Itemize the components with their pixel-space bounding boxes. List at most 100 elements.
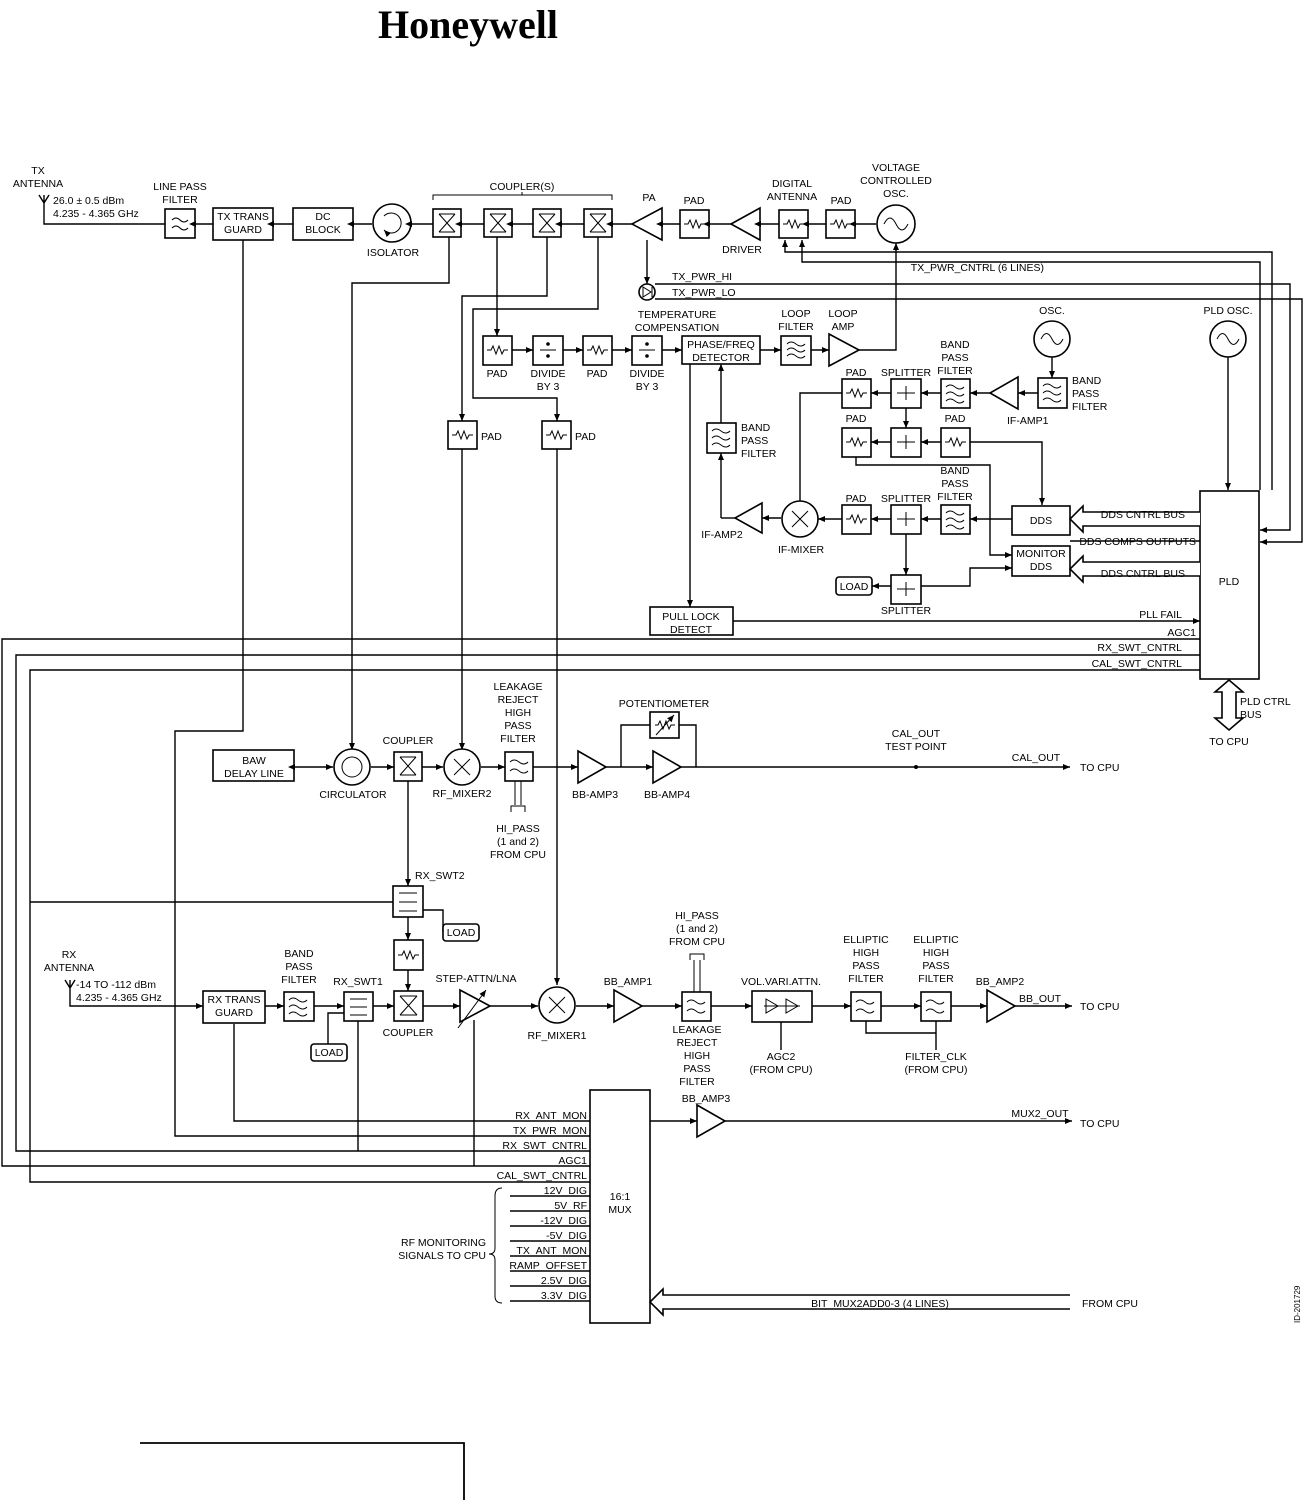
mux-bb-amp3-label: BB_AMP3 [682,1093,731,1105]
synth-pad-left2-label: PAD [575,431,596,443]
rx-bb-amp1-label: BB_AMP1 [604,976,653,988]
mux-input-label: 3.3V_DIG [541,1290,587,1302]
tx-couplers [432,208,613,238]
rx-rf-mixer1-label: RF_MIXER1 [528,1030,587,1042]
synth-if-amp2-label: IF-AMP2 [701,529,743,541]
mux-input-label: AGC1 [558,1155,587,1167]
rx-bb-out-label: BB_OUT [1019,993,1062,1005]
synth-load-label: LOAD [840,581,869,593]
signals-dds-cntrl-bus2-label: DDS CNTRL BUS [1101,568,1185,580]
synth-dds-label: DDS [1030,515,1052,527]
rx-antenna-icon [64,979,76,996]
mux-input-label: 5V_RF [554,1200,587,1212]
dds-cntrl-bus-2 [1068,554,1200,584]
cal-hi-pass-label: HI_PASS(1 and 2)FROM CPU [490,823,546,861]
synth-osc-label: OSC. [1039,305,1065,317]
mux-input-label: TX_PWR_MON [513,1125,587,1137]
mux-16-1 [589,1089,651,1324]
signals-rx-swt-cntrl-label: RX_SWT_CNTRL [1097,642,1182,654]
rx-leakage-filter [681,991,712,1022]
bottom-frame [140,1442,465,1500]
rx-load [310,1043,348,1062]
cal-coupler-label: COUPLER [383,735,434,747]
tx-control-lines: TX_PWR_CNTRL (6 LINES) TX_PWR_HI TX_PWR_… [638,240,1303,545]
isolator [372,203,412,243]
bb-amp4 [652,749,683,785]
bb-amp2 [986,988,1017,1024]
rx-to-cpu-label: TO CPU [1080,1001,1119,1013]
bit-mux-bus [648,1287,1070,1317]
mux-mux2-out-label: MUX2_OUT [1011,1108,1069,1120]
cal-to-cpu-label: TO CPU [1080,762,1119,774]
rx-band-pass-filter [283,991,315,1022]
pld [1199,490,1260,680]
mux-inputs: RX_ANT_MONTX_PWR_MONRX_SWT_CNTRLAGC1CAL_… [497,1110,590,1302]
rx-vol-attn-label: VOL.VARI.ATTN. [741,976,821,988]
tx-pad1-label: PAD [684,195,705,207]
mux-input-label: -5V_DIG [546,1230,587,1242]
mux-input-label: 2.5V_DIG [541,1275,587,1287]
pull-lock-detect [649,606,734,636]
rx-bb-amp2-label: BB_AMP2 [976,976,1025,988]
line-pass-filter [164,208,196,239]
tx-driver-label: DRIVER [722,244,762,256]
signals-to-cpu-label: TO CPU [1209,736,1248,748]
tx-pa-label: PA [642,192,655,204]
mux-from-cpu-label: FROM CPU [1082,1298,1138,1310]
rx-agc2-label: AGC2(FROM CPU) [750,1051,813,1076]
detector-diode [638,283,656,301]
bb-amp1 [613,988,644,1024]
synth-splitter2-label: SPLITTER [881,493,932,505]
cal-potentiometer-label: POTENTIOMETER [619,698,710,710]
cal-rx-swt2-label: RX_SWT2 [415,870,465,882]
rx-rx-swt1-label: RX_SWT1 [333,976,383,988]
signals-pll-fail-label: PLL FAIL [1139,609,1182,621]
rx-load-label: LOAD [315,1047,344,1059]
elliptic-filter-2 [920,991,952,1022]
synth-pad-left1-label: PAD [481,431,502,443]
rx-coupler-label: COUPLER [383,1027,434,1039]
circulator [333,748,371,786]
driver-amplifier [729,206,761,242]
dds [1011,505,1071,536]
tx-antenna-icon [38,194,50,211]
dc-block [292,207,354,241]
document-id: ID-201729 [1293,1285,1302,1323]
cal-load-label: LOAD [447,927,476,939]
tx-isolator-label: ISOLATOR [367,247,420,259]
cal-load [442,923,480,942]
mux-input-label: CAL_SWT_CNTRL [497,1170,588,1182]
synth-bpf-mid [940,504,971,535]
synth-if-mixer-label: IF-MIXER [778,544,824,556]
rx-step-attn-label: STEP-ATTN/LNA [436,973,517,985]
signals-agc1-label: AGC1 [1167,627,1196,639]
rx-trans-guard [202,990,266,1024]
cal-cal-out-label: CAL_OUT [1012,752,1061,764]
signals-tx-pwr-cntrl-label: TX_PWR_CNTRL (6 LINES) [911,262,1044,274]
synth-if-amp1-label: IF-AMP1 [1007,415,1049,427]
mux-input-label: TX_ANT_MON [516,1245,587,1257]
cal-bb-amp3-label: BB-AMP3 [572,789,618,801]
synth-pad-s2-label: PAD [846,413,867,425]
